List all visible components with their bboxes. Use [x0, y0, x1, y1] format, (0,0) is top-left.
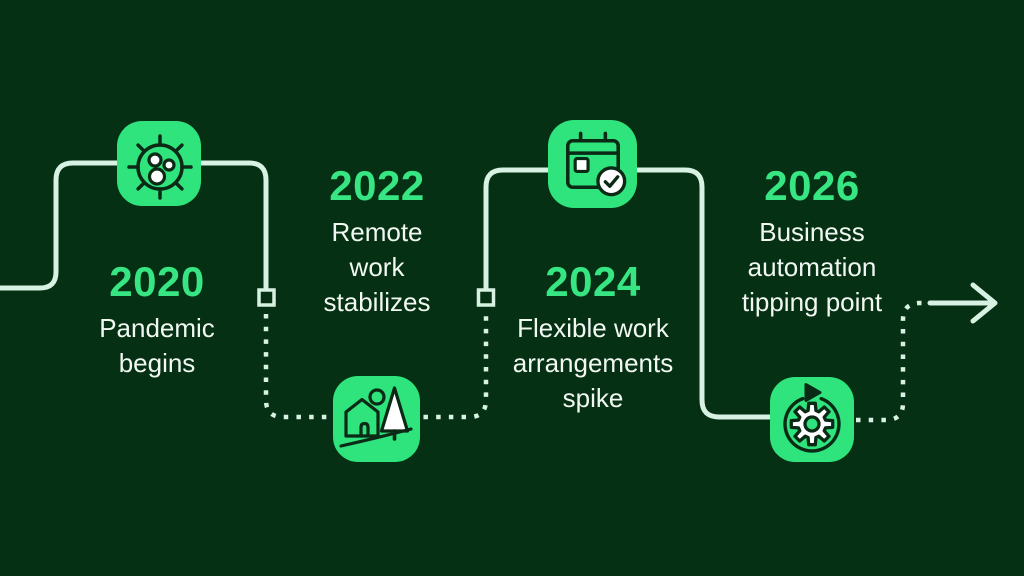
right-arrow-icon	[927, 282, 998, 324]
milestone-caption: Remote work stabilizes	[324, 215, 431, 320]
milestone-2020: 2020 Pandemic begins	[99, 260, 215, 381]
dotted-path-2	[856, 300, 925, 423]
milestone-2022: 2022 Remote work stabilizes	[324, 164, 431, 320]
milestone-caption: Pandemic begins	[99, 311, 215, 381]
year-label: 2024	[545, 258, 641, 305]
caption-line: arrangements	[512, 348, 674, 378]
caption-line: begins	[118, 348, 196, 378]
year-label: 2020	[109, 258, 205, 305]
caption-line: Flexible work	[517, 313, 669, 343]
caption-line: tipping point	[741, 287, 883, 317]
solid-path-2	[483, 167, 775, 420]
caption-line: automation	[747, 252, 877, 282]
year-label: 2026	[764, 162, 860, 209]
automation-cycle-gear-icon	[770, 377, 854, 462]
virus-icon	[117, 121, 201, 206]
square-connector-1	[257, 288, 276, 307]
caption-line: work	[349, 252, 405, 282]
calendar-check-icon	[548, 120, 637, 208]
milestone-caption: Flexible work arrangements spike	[513, 311, 673, 416]
milestone-2026: 2026 Business automation tipping point	[742, 164, 882, 320]
milestone-caption: Business automation tipping point	[742, 215, 882, 320]
caption-line: Remote	[331, 217, 423, 247]
caption-line: Pandemic	[99, 313, 215, 343]
solid-path-1	[0, 160, 269, 294]
milestone-2024: 2024 Flexible work arrangements spike	[513, 260, 673, 416]
house-landscape-icon	[333, 376, 420, 462]
square-connector-2	[476, 288, 496, 307]
caption-line: spike	[562, 383, 624, 413]
caption-line: stabilizes	[323, 287, 431, 317]
caption-line: Business	[759, 217, 865, 247]
year-label: 2022	[329, 162, 425, 209]
